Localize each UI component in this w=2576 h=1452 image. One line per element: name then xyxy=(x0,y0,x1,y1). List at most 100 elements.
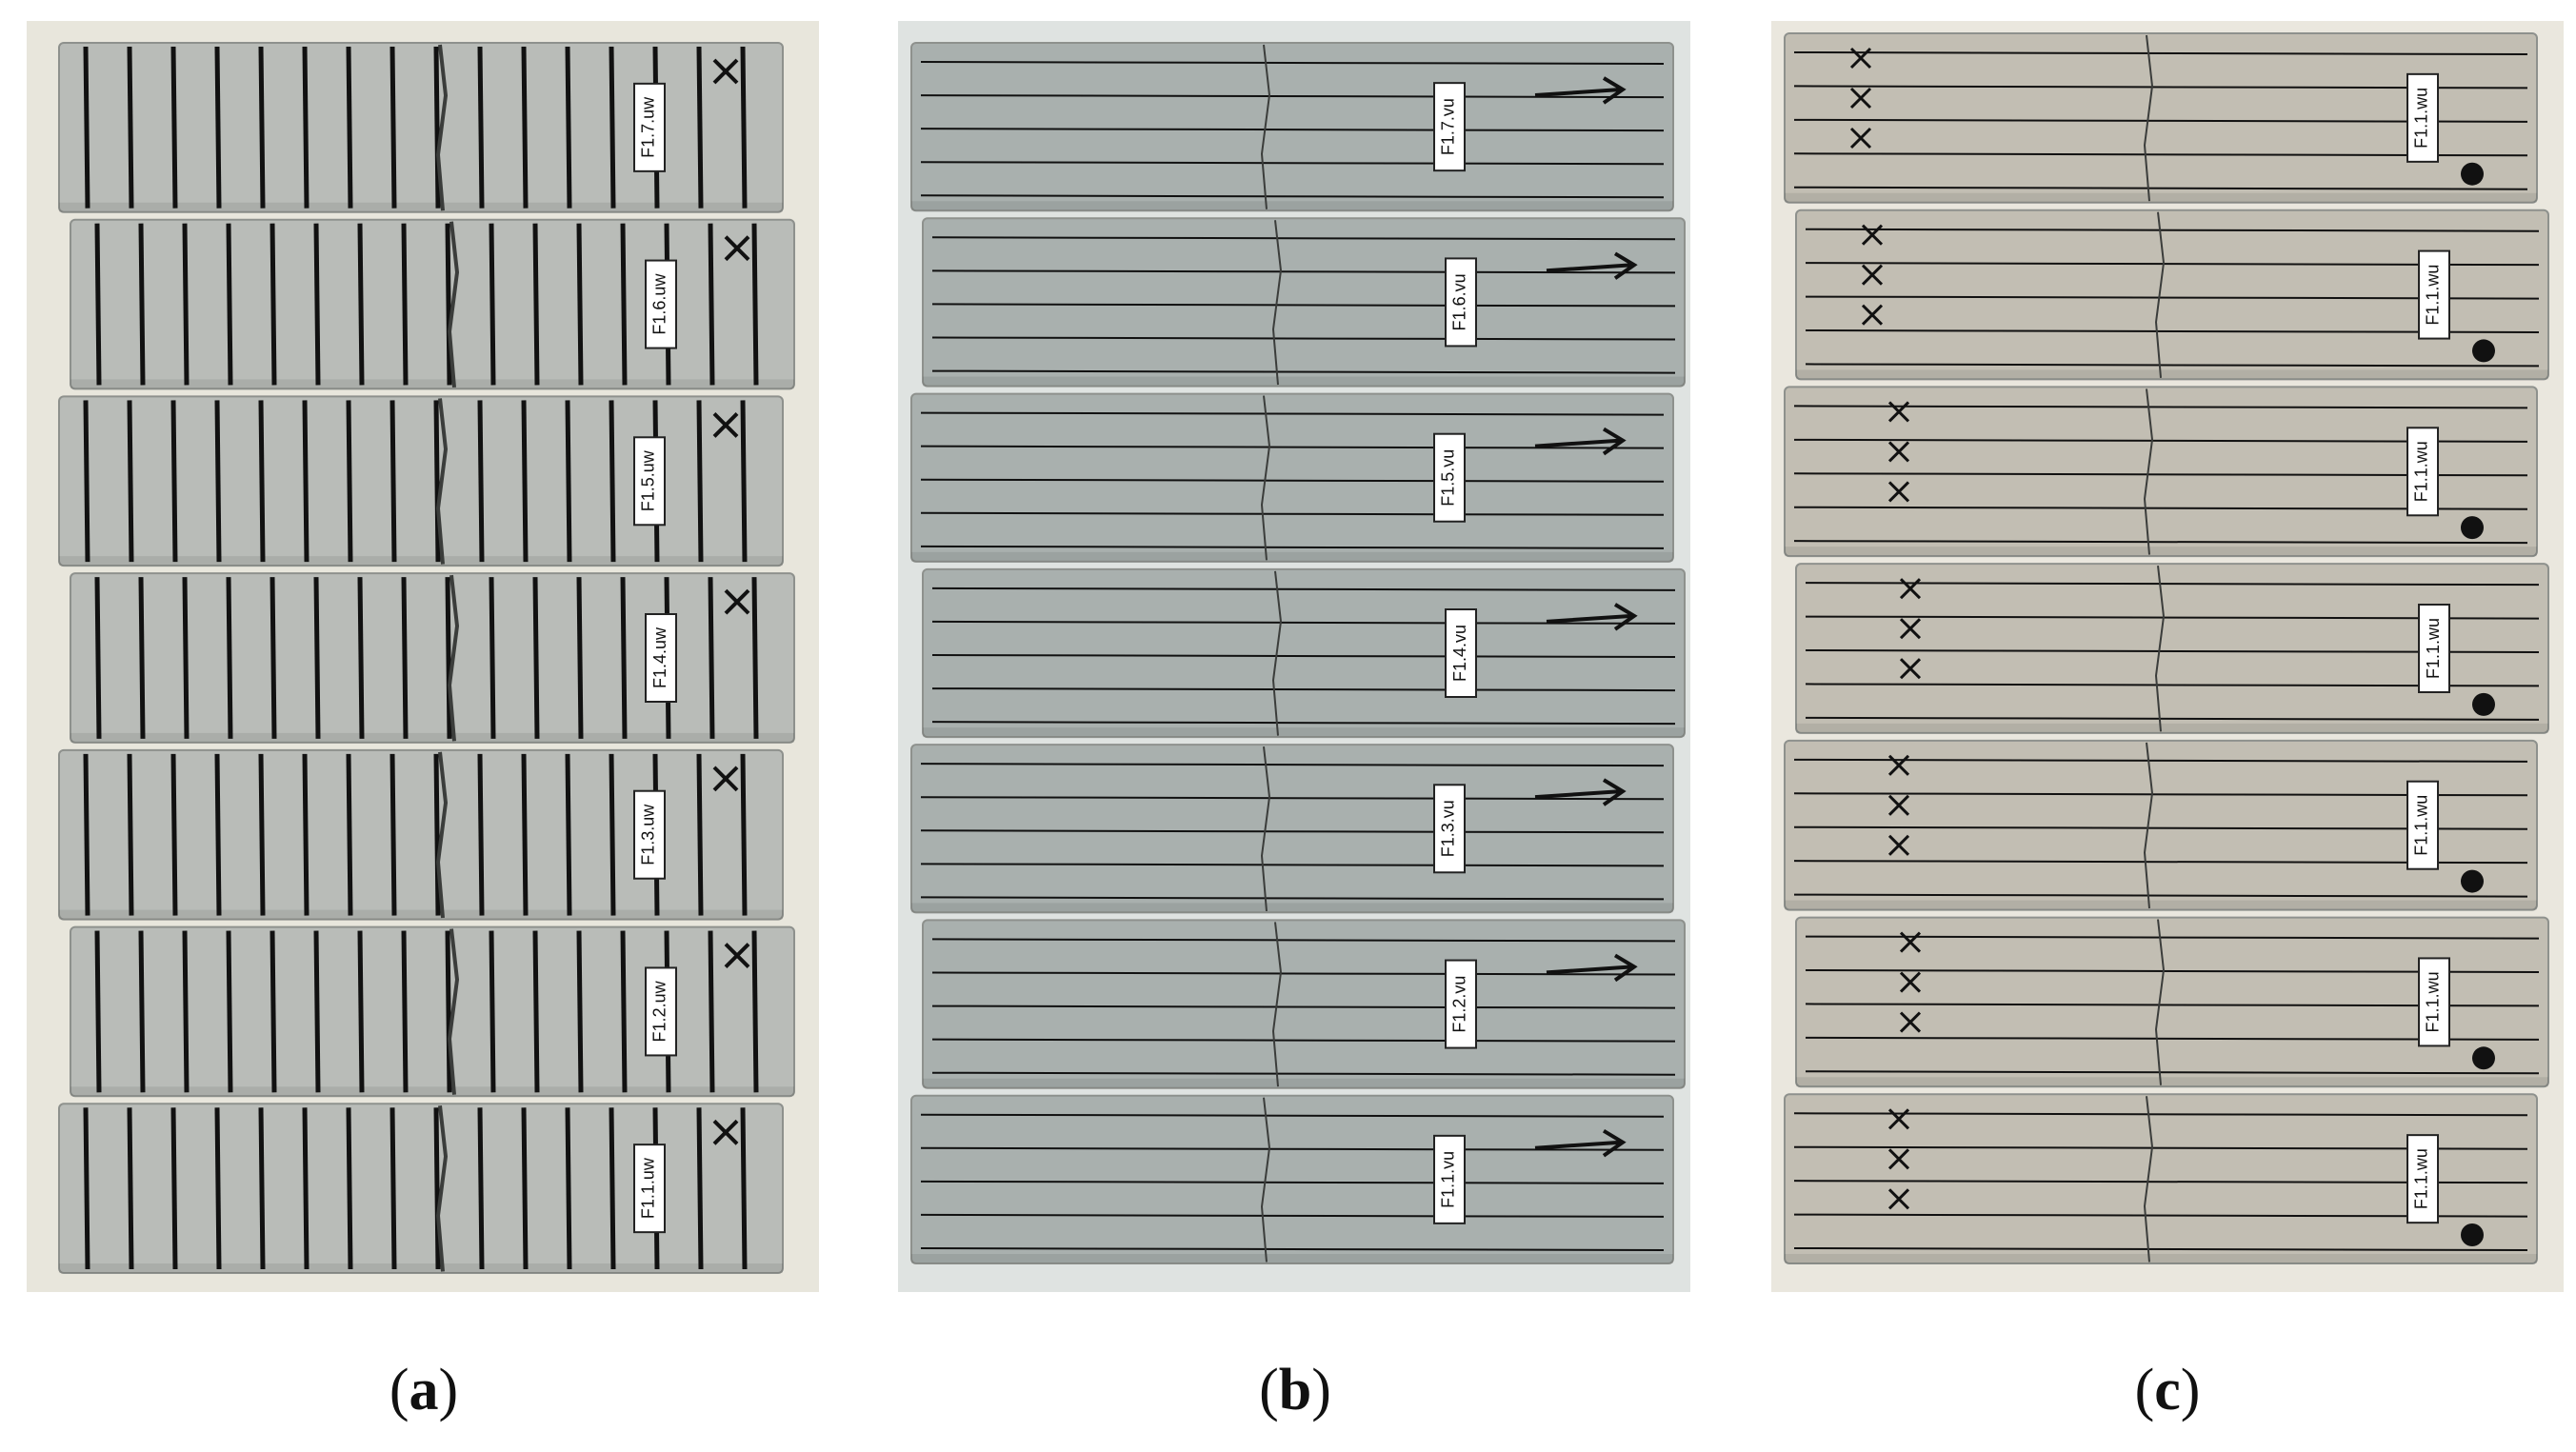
grid-line xyxy=(1805,615,2540,620)
crack-line xyxy=(2143,388,2154,555)
grid-line xyxy=(313,223,321,386)
grid-line xyxy=(751,930,759,1093)
label-text: F1.3.uw xyxy=(639,804,658,865)
specimen-bar: F1.2.vu xyxy=(922,919,1686,1089)
specimen-edge-shadow xyxy=(1796,723,2548,733)
specimen-edge-shadow xyxy=(70,732,794,743)
specimen-edge-shadow xyxy=(59,909,783,920)
x-mark-icon xyxy=(1899,658,1922,680)
grid-line xyxy=(1793,540,2528,545)
grid-line xyxy=(302,1107,310,1270)
label-tag xyxy=(1433,1134,1466,1224)
label-text: F1.6.uw xyxy=(650,273,669,335)
grid-line xyxy=(696,753,704,916)
crack-line xyxy=(1271,922,1283,1087)
label-text: F1.1.wu xyxy=(2412,1148,2431,1209)
specimen-body xyxy=(910,1094,1674,1264)
grid-line xyxy=(1793,85,2528,90)
specimen-edge-shadow xyxy=(1785,1254,2537,1263)
label-tag xyxy=(1445,608,1477,698)
grid-line xyxy=(576,223,584,386)
grid-line xyxy=(931,303,1676,308)
grid-line xyxy=(1793,472,2528,477)
grid-line xyxy=(313,930,321,1093)
grid-line xyxy=(477,400,485,563)
grid-line xyxy=(401,930,409,1093)
label-text: F1.1.wu xyxy=(2412,795,2431,856)
grid-line xyxy=(696,1107,704,1270)
grid-line xyxy=(401,223,409,386)
grid-line xyxy=(609,46,616,209)
grid-line xyxy=(696,400,704,563)
grid-line xyxy=(226,930,233,1093)
grid-line xyxy=(489,577,496,739)
x-mark-icon xyxy=(1887,794,1910,816)
grid-line xyxy=(94,223,102,386)
grid-line xyxy=(576,577,584,739)
label-tag xyxy=(1445,959,1477,1049)
grid-line xyxy=(401,577,409,739)
crack-line xyxy=(2143,1096,2154,1263)
x-mark-icon xyxy=(1861,304,1884,326)
caption-b: (b) xyxy=(1259,1358,1331,1422)
label-text: F1.7.vu xyxy=(1439,98,1458,155)
grid-line xyxy=(1805,716,2540,721)
grid-line xyxy=(920,545,1665,549)
grid-line xyxy=(931,269,1676,274)
grid-line xyxy=(226,577,233,739)
specimen-body xyxy=(58,748,784,921)
grid-line xyxy=(214,400,222,563)
grid-line xyxy=(920,445,1665,449)
grid-line xyxy=(127,46,134,209)
specimen-photo-a: F1.7.uwF1.6.uwF1.5.uwF1.4.uwF1.3.uwF1.2.… xyxy=(27,21,819,1292)
specimen-bar: F1.5.uw xyxy=(58,395,784,567)
specimen-body xyxy=(70,925,795,1098)
label-tag xyxy=(2406,72,2439,163)
grid-line xyxy=(258,46,266,209)
grid-line xyxy=(920,896,1665,901)
grid-line xyxy=(346,46,353,209)
crack-line xyxy=(1271,220,1283,386)
grid-line xyxy=(1805,1003,2540,1007)
grid-line xyxy=(94,930,102,1093)
grid-line xyxy=(83,1107,90,1270)
grid-line xyxy=(357,577,365,739)
grid-line xyxy=(740,46,748,209)
x-mark-icon xyxy=(1861,264,1884,286)
label-text: F1.1.wu xyxy=(2424,265,2443,326)
grid-line xyxy=(1793,825,2528,830)
dot-icon xyxy=(2472,1046,2495,1070)
grid-line xyxy=(521,46,529,209)
crack-line xyxy=(435,44,449,211)
specimen-body xyxy=(1795,563,2549,734)
grid-line xyxy=(270,577,277,739)
grid-line xyxy=(445,577,452,739)
grid-line xyxy=(1805,262,2540,267)
grid-line xyxy=(1805,329,2540,333)
x-mark-icon xyxy=(1887,1148,1910,1170)
specimen-edge-shadow xyxy=(59,202,783,212)
grid-line xyxy=(740,753,748,916)
grid-line xyxy=(521,753,529,916)
grid-line xyxy=(931,971,1676,976)
grid-line xyxy=(920,1213,1665,1218)
grid-line xyxy=(127,753,134,916)
specimen-body xyxy=(1784,1093,2538,1265)
grid-line xyxy=(1805,363,2540,368)
grid-line xyxy=(433,1107,441,1270)
grid-line xyxy=(920,1247,1665,1251)
grid-line xyxy=(94,577,102,739)
grid-line xyxy=(920,1146,1665,1151)
grid-line xyxy=(751,577,759,739)
grid-line xyxy=(389,1107,397,1270)
dot-icon xyxy=(2472,692,2495,716)
caption-a-letter: a xyxy=(409,1358,439,1422)
grid-line xyxy=(532,577,540,739)
caption-c: (c) xyxy=(2134,1358,2201,1422)
grid-line xyxy=(214,753,222,916)
specimen-edge-shadow xyxy=(1785,900,2537,910)
specimen-bar: F1.1.wu xyxy=(1784,32,2538,204)
specimen-bar: F1.6.vu xyxy=(922,217,1686,388)
crack-line xyxy=(447,221,460,388)
grid-line xyxy=(609,1107,616,1270)
